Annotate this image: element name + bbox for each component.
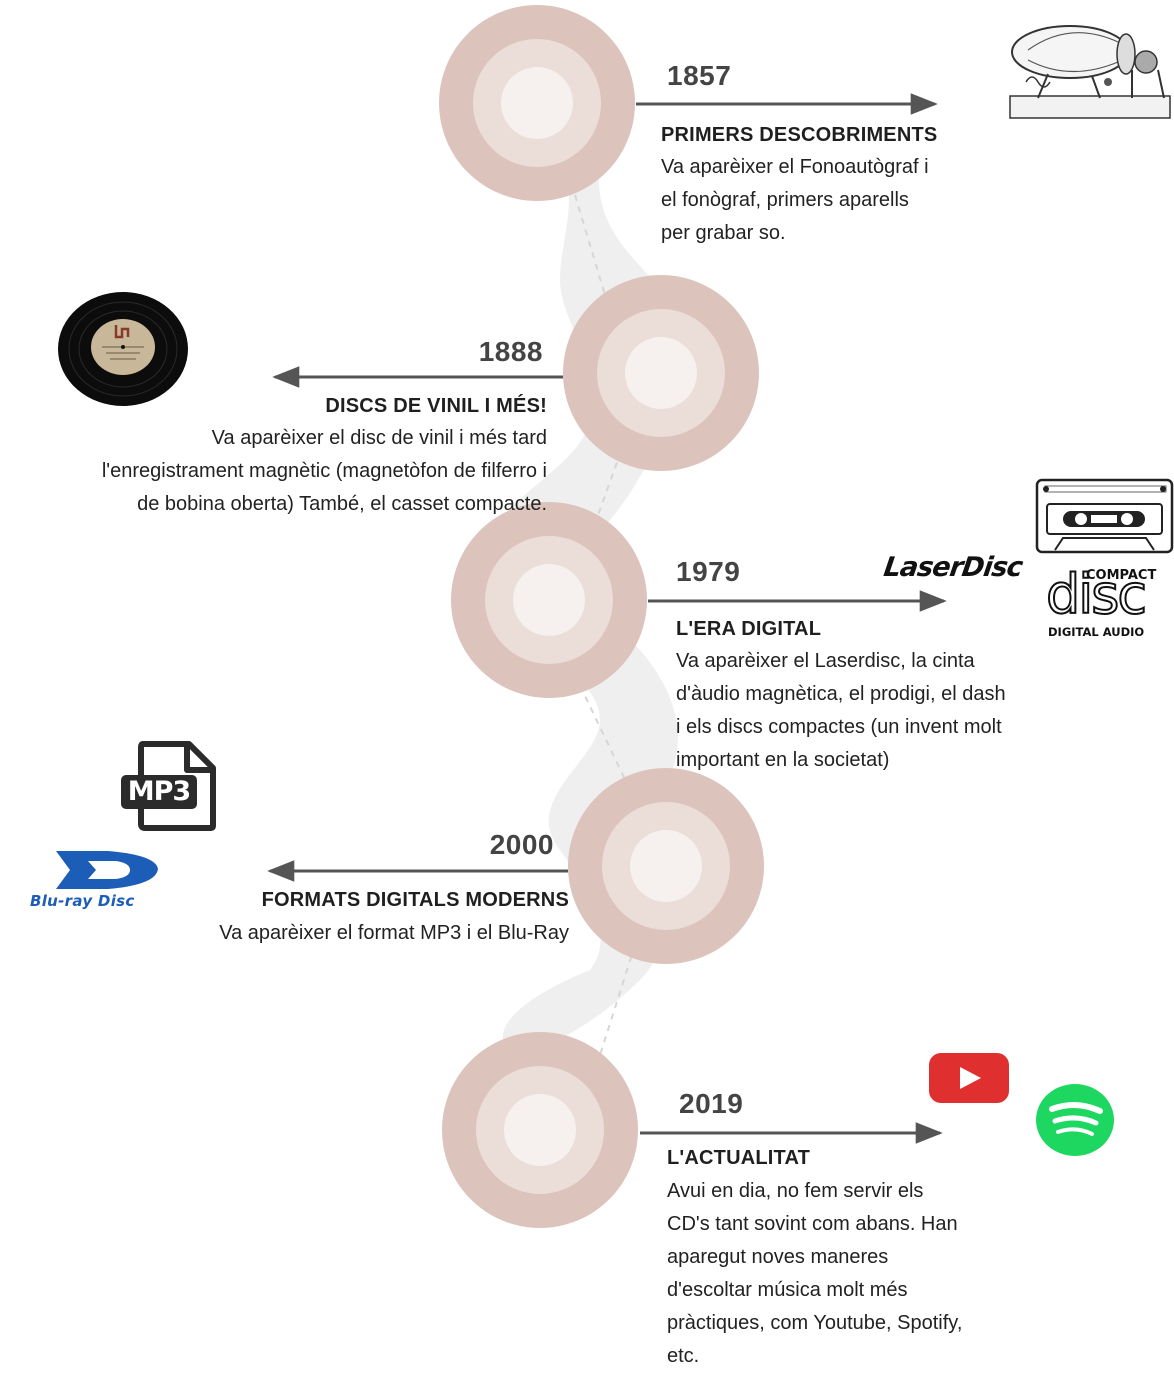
cassette-icon bbox=[1035, 478, 1174, 554]
compact-disc-logo-compact-text: COMPACT bbox=[1086, 568, 1157, 583]
vinyl-record-icon bbox=[58, 292, 188, 406]
bluray-logo: Blu-ray Disc bbox=[30, 892, 135, 910]
description-line: per grabar so. bbox=[661, 222, 786, 244]
year-2019: 2019 bbox=[679, 1088, 744, 1119]
description-line: Avui en dia, no fem servir els bbox=[667, 1180, 924, 1202]
event-description-1979: Va aparèixer el Laserdisc, la cinta d'àu… bbox=[676, 645, 1006, 777]
youtube-icon bbox=[929, 1053, 1009, 1103]
mp3-label: MP3 bbox=[121, 775, 197, 809]
description-line: Va aparèixer el format MP3 i el Blu-Ray bbox=[219, 922, 569, 944]
event-description-2019: Avui en dia, no fem servir els CD's tant… bbox=[667, 1175, 962, 1373]
description-line: etc. bbox=[667, 1345, 700, 1367]
milestone-ring-1857 bbox=[439, 5, 635, 201]
description-line: important en la societat) bbox=[676, 749, 890, 771]
event-title-2019: L'ACTUALITAT bbox=[667, 1147, 811, 1169]
event-title-1857: PRIMERS DESCOBRIMENTS bbox=[661, 124, 938, 146]
event-description-1888: Va aparèixer el disc de vinil i més tard… bbox=[0, 422, 547, 521]
description-line: aparegut noves maneres bbox=[667, 1246, 889, 1268]
year-1888: 1888 bbox=[478, 336, 543, 367]
description-line: pràctiques, com Youtube, Spotify, bbox=[667, 1312, 963, 1334]
event-title-2000: FORMATS DIGITALS MODERNS bbox=[261, 889, 569, 911]
description-line: d'escoltar música molt més bbox=[667, 1279, 908, 1301]
milestone-ring-1979 bbox=[451, 502, 647, 698]
event-title-1888: DISCS DE VINIL I MÉS! bbox=[325, 395, 547, 417]
year-1857: 1857 bbox=[667, 60, 732, 91]
milestone-ring-2000 bbox=[568, 768, 764, 964]
compact-disc-logo: disc bbox=[1045, 563, 1148, 626]
description-line: Va aparèixer el Fonoautògraf i bbox=[661, 156, 929, 178]
bluray-logo-icon bbox=[56, 851, 158, 889]
phonautograph-icon bbox=[1009, 25, 1171, 119]
description-line: l'enregistrament magnètic (magnetòfon de… bbox=[101, 460, 547, 482]
description-line: Va aparèixer el disc de vinil i més tard bbox=[211, 427, 547, 449]
event-description-2000: Va aparèixer el format MP3 i el Blu-Ray bbox=[100, 917, 569, 950]
event-title-1979: L'ERA DIGITAL bbox=[676, 618, 822, 640]
description-line: de bobina oberta) També, el casset compa… bbox=[137, 493, 547, 515]
description-line: i els discs compactes (un invent molt bbox=[676, 716, 1002, 738]
spotify-icon bbox=[1036, 1084, 1114, 1156]
event-description-1857: Va aparèixer el Fonoautògraf i el fonògr… bbox=[661, 151, 929, 250]
description-line: CD's tant sovint com abans. Han bbox=[667, 1213, 958, 1235]
year-1979: 1979 bbox=[676, 556, 741, 587]
description-line: d'àudio magnètica, el prodigi, el dash bbox=[676, 683, 1006, 705]
milestone-ring-2019 bbox=[442, 1032, 638, 1228]
compact-disc-logo-digital-audio-text: DIGITAL AUDIO bbox=[1048, 625, 1145, 639]
year-2000: 2000 bbox=[489, 829, 554, 860]
description-line: el fonògraf, primers aparells bbox=[661, 189, 909, 211]
laserdisc-logo: LaserDisc bbox=[881, 552, 1025, 583]
milestone-ring-1888 bbox=[563, 275, 759, 471]
description-line: Va aparèixer el Laserdisc, la cinta bbox=[676, 650, 975, 672]
